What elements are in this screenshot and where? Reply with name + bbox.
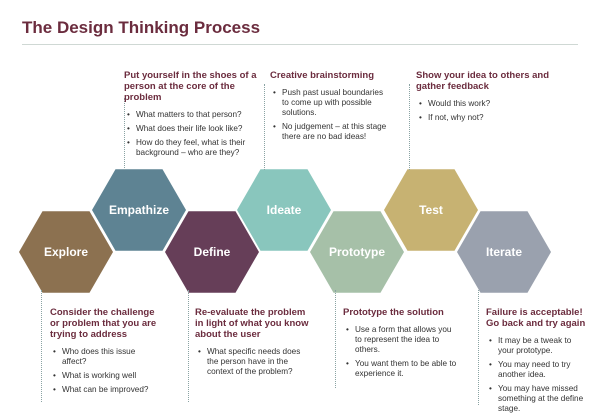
callout-bullets: What matters to that person? What does t…: [124, 110, 259, 158]
connector-define: [188, 290, 189, 402]
callout-bullets: It may be a tweak to your prototype. You…: [486, 336, 586, 414]
callout-bullet: You want them to be able to experience i…: [346, 359, 458, 379]
callout-bullets: What specific needs does the person have…: [195, 347, 313, 377]
callout-bullet: No judgement – at this stage there are n…: [273, 122, 390, 142]
callout-bullets: Use a form that allows you to represent …: [343, 325, 458, 379]
callout-empathize: Put yourself in the shoes of a person at…: [124, 70, 259, 162]
callout-prototype: Prototype the solution Use a form that a…: [343, 307, 458, 383]
callout-bullet: What is working well: [53, 371, 160, 381]
callout-bullet: What can be improved?: [53, 385, 160, 395]
callout-bullet: What does their life look like?: [127, 124, 259, 134]
connector-prototype: [335, 290, 336, 388]
hexagon-test: [384, 169, 478, 251]
hexagon-define: [165, 211, 259, 293]
callout-bullets: Who does this issue affect? What is work…: [50, 347, 160, 395]
callout-heading: Failure is acceptable! Go back and try a…: [486, 307, 586, 329]
hexagon-ideate: [237, 169, 331, 251]
callout-bullet: You may have missed something at the def…: [489, 384, 586, 414]
callout-iterate: Failure is acceptable! Go back and try a…: [486, 307, 586, 418]
callout-bullet: Push past usual boundaries to come up wi…: [273, 88, 390, 118]
connector-ideate: [264, 84, 265, 170]
callout-bullet: Who does this issue affect?: [53, 347, 160, 367]
callout-heading: Re-evaluate the problem in light of what…: [195, 307, 309, 340]
callout-explore: Consider the challenge or problem that y…: [50, 307, 160, 399]
callout-bullet: You may need to try another idea.: [489, 360, 586, 380]
stage-label-test: Test: [419, 203, 443, 217]
callout-bullets: Push past usual boundaries to come up wi…: [270, 88, 390, 142]
page-title: The Design Thinking Process: [22, 18, 261, 37]
connector-empathize: [124, 98, 125, 170]
callout-bullet: Use a form that allows you to represent …: [346, 325, 458, 355]
callout-bullet: If not, why not?: [419, 113, 556, 123]
callout-heading: Consider the challenge or problem that y…: [50, 307, 157, 340]
callout-ideate: Creative brainstorming Push past usual b…: [270, 70, 390, 146]
stage-label-ideate: Ideate: [267, 203, 302, 217]
connector-explore: [41, 290, 42, 402]
stage-label-empathize: Empathize: [109, 203, 169, 217]
callout-heading: Creative brainstorming: [270, 70, 374, 81]
hexagon-explore: [19, 211, 113, 293]
connector-iterate: [478, 290, 479, 405]
callout-bullet: Would this work?: [419, 99, 556, 109]
stage-label-explore: Explore: [44, 245, 88, 259]
title-divider: [22, 44, 578, 45]
callout-bullet: How do they feel, what is their backgrou…: [127, 138, 259, 158]
callout-define: Re-evaluate the problem in light of what…: [195, 307, 313, 381]
callout-heading: Prototype the solution: [343, 307, 444, 318]
callout-bullet: It may be a tweak to your prototype.: [489, 336, 586, 356]
callout-bullet: What specific needs does the person have…: [198, 347, 313, 377]
callout-bullets: Would this work? If not, why not?: [416, 99, 556, 123]
callout-heading: Show your idea to others and gather feed…: [416, 70, 550, 92]
stage-label-iterate: Iterate: [486, 245, 522, 259]
callout-bullet: What matters to that person?: [127, 110, 259, 120]
hexagon-prototype: [310, 211, 404, 293]
stage-label-prototype: Prototype: [329, 245, 385, 259]
connector-test: [409, 84, 410, 170]
callout-heading: Put yourself in the shoes of a person at…: [124, 70, 257, 103]
stage-label-define: Define: [194, 245, 231, 259]
hexagon-empathize: [92, 169, 186, 251]
callout-test: Show your idea to others and gather feed…: [416, 70, 556, 127]
hexagon-iterate: [457, 211, 551, 293]
